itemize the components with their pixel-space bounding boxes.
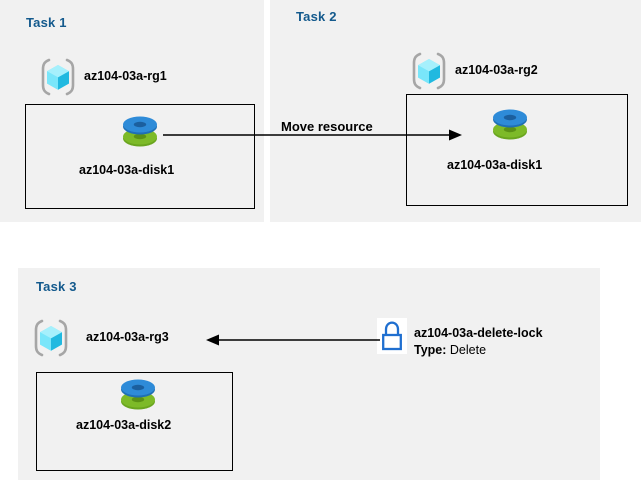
panel-title-task-3: Task 3 bbox=[36, 279, 77, 294]
lock-icon bbox=[377, 318, 407, 354]
managed-disk-icon bbox=[117, 375, 159, 415]
arrow-move-resource bbox=[163, 129, 462, 141]
resource-group-label: az104-03a-rg2 bbox=[455, 63, 538, 77]
resource-label-disk: az104-03a-disk2 bbox=[76, 418, 172, 432]
lock-name-label: az104-03a-delete-lock bbox=[414, 326, 543, 340]
resource-group-icon bbox=[31, 318, 71, 358]
lock-type-value: Delete bbox=[449, 343, 487, 357]
resource-label-disk: az104-03a-disk1 bbox=[79, 163, 175, 177]
managed-disk-icon bbox=[119, 112, 161, 152]
lock-type-key: Type: bbox=[414, 343, 447, 357]
managed-disk-icon bbox=[489, 105, 531, 145]
resource-group-label: az104-03a-rg1 bbox=[84, 69, 167, 83]
arrow-delete-lock bbox=[206, 334, 380, 346]
resource-group-icon bbox=[409, 51, 449, 91]
panel-title-task-2: Task 2 bbox=[296, 9, 337, 24]
lock-type-label: Type: Delete bbox=[414, 343, 486, 357]
connector-label-move-resource: Move resource bbox=[281, 119, 373, 134]
resource-label-disk: az104-03a-disk1 bbox=[447, 158, 543, 172]
resource-group-label: az104-03a-rg3 bbox=[86, 330, 169, 344]
resource-group-icon bbox=[38, 57, 78, 97]
panel-title-task-1: Task 1 bbox=[26, 15, 67, 30]
